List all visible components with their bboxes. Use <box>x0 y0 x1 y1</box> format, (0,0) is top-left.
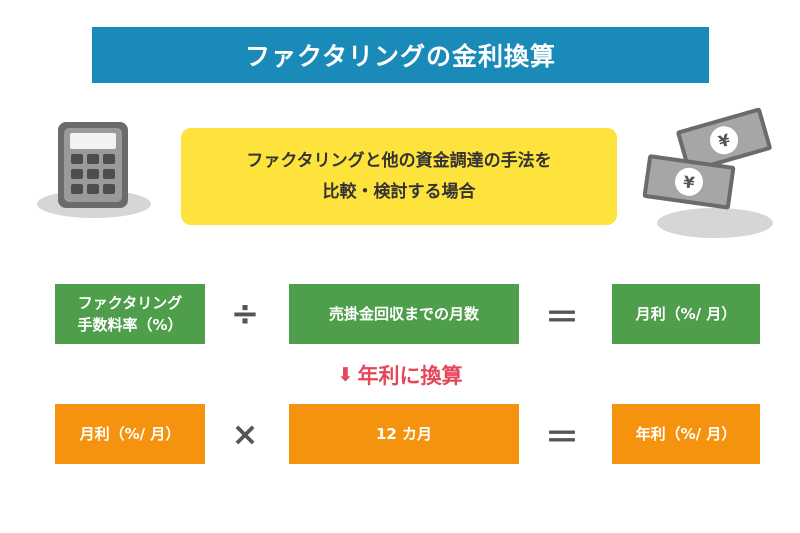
fee-rate-line-2: 手数料率（%） <box>77 316 183 334</box>
annual-conversion-label: ⬇ 年利に換算 <box>300 357 500 393</box>
monthly-rate-label: 月利（%/ 月） <box>79 425 181 443</box>
page-title: ファクタリングの金利換算 <box>92 27 709 83</box>
fee-rate-line-1: ファクタリング <box>77 294 183 312</box>
page-title-text: ファクタリングの金利換算 <box>244 42 556 71</box>
equals-operator: ＝ <box>545 417 579 458</box>
arrow-down-icon: ⬇ <box>337 364 354 386</box>
yen-symbol: ¥ <box>716 130 732 151</box>
equals-operator: ＝ <box>545 297 579 338</box>
intro-line-2: 比較・検討する場合 <box>322 181 476 202</box>
monthly-rate-result-box: 月利（%/ 月） <box>612 284 760 344</box>
intro-line-1: ファクタリングと他の資金調達の手法を <box>246 150 552 171</box>
annual-conversion-text: 年利に換算 <box>357 364 463 388</box>
monthly-rate-box: 月利（%/ 月） <box>55 404 205 464</box>
collection-months-label: 売掛金回収までの月数 <box>328 305 479 323</box>
calculator-icon <box>37 122 151 218</box>
fee-rate-box: ファクタリング 手数料率（%） <box>55 284 205 344</box>
yen-symbol: ¥ <box>682 172 696 192</box>
twelve-months-box: 12 カ月 <box>289 404 519 464</box>
monthly-rate-result-label: 月利（%/ 月） <box>635 305 737 323</box>
intro-box: ファクタリングと他の資金調達の手法を 比較・検討する場合 <box>181 128 617 225</box>
collection-months-box: 売掛金回収までの月数 <box>289 284 519 344</box>
yen-banknotes-icon: ¥ ¥ <box>642 107 773 238</box>
twelve-months-label: 12 カ月 <box>375 425 433 443</box>
annual-rate-result-box: 年利（%/ 月） <box>612 404 760 464</box>
annual-rate-result-label: 年利（%/ 月） <box>635 425 737 443</box>
divide-operator: ÷ <box>230 294 260 334</box>
multiply-operator: × <box>231 415 259 453</box>
